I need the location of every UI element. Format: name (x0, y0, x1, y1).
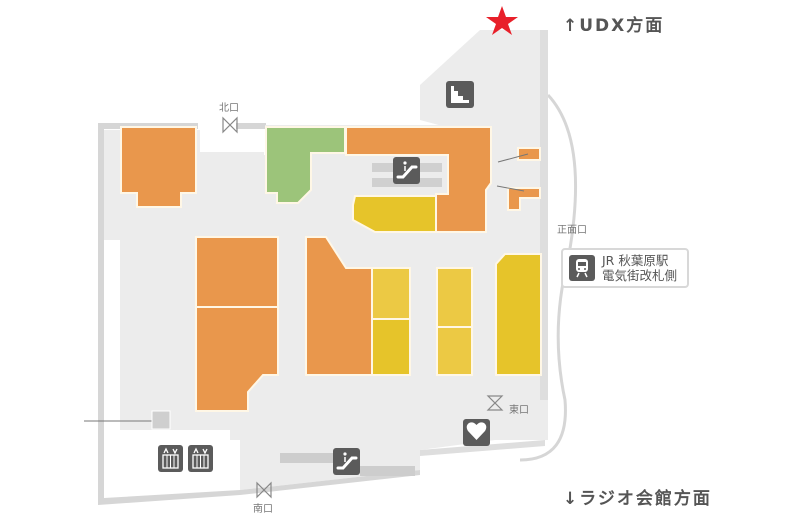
arrow-up-icon: ↑ (563, 16, 580, 36)
entrance-east-label: 東口 (509, 405, 529, 416)
direction-north-label: UDX方面 (579, 16, 665, 36)
shop-yellow-right (495, 253, 542, 376)
shop-yellow-mid (352, 195, 437, 233)
station-name: JR 秋葉原駅 (602, 253, 669, 268)
door-icon-north (222, 116, 238, 134)
shop-orange-nw (120, 126, 197, 208)
shop-yellow-c4 (436, 326, 473, 376)
elevator-icon (158, 445, 183, 472)
building-curve (519, 93, 578, 462)
direction-south-label: ラジオ会館方面 (579, 489, 712, 509)
elevator-icon (188, 445, 213, 472)
direction-south: ↓ラジオ会館方面 (563, 484, 712, 509)
shop-yellow-c3 (436, 267, 473, 328)
entrance-north-label: 北口 (219, 103, 239, 114)
shop-yellow-c1 (371, 267, 411, 320)
star-icon (486, 6, 518, 35)
station-gate: 電気街改札側 (602, 268, 678, 283)
shop-orange-left-bottom (195, 306, 279, 412)
direction-north: ↑UDX方面 (563, 11, 664, 36)
jr-station-sign: JR 秋葉原駅 電気街改札側 (561, 248, 689, 288)
door-icon-south (256, 481, 272, 499)
train-icon (569, 255, 595, 281)
shop-small-1 (517, 147, 541, 161)
arrow-down-icon: ↓ (563, 489, 580, 509)
door-icon-east (486, 395, 504, 411)
shops (120, 126, 542, 412)
shop-orange-left-top (195, 236, 279, 308)
escalator-icon (333, 448, 360, 475)
entrance-front-label: 正面口 (557, 225, 587, 236)
entrance-south-label: 南口 (253, 504, 273, 515)
escalator-icon (393, 157, 420, 184)
shop-small-2 (507, 187, 541, 211)
heart-icon (463, 419, 490, 446)
shop-yellow-c2 (371, 318, 411, 376)
stairs-icon (446, 81, 474, 108)
